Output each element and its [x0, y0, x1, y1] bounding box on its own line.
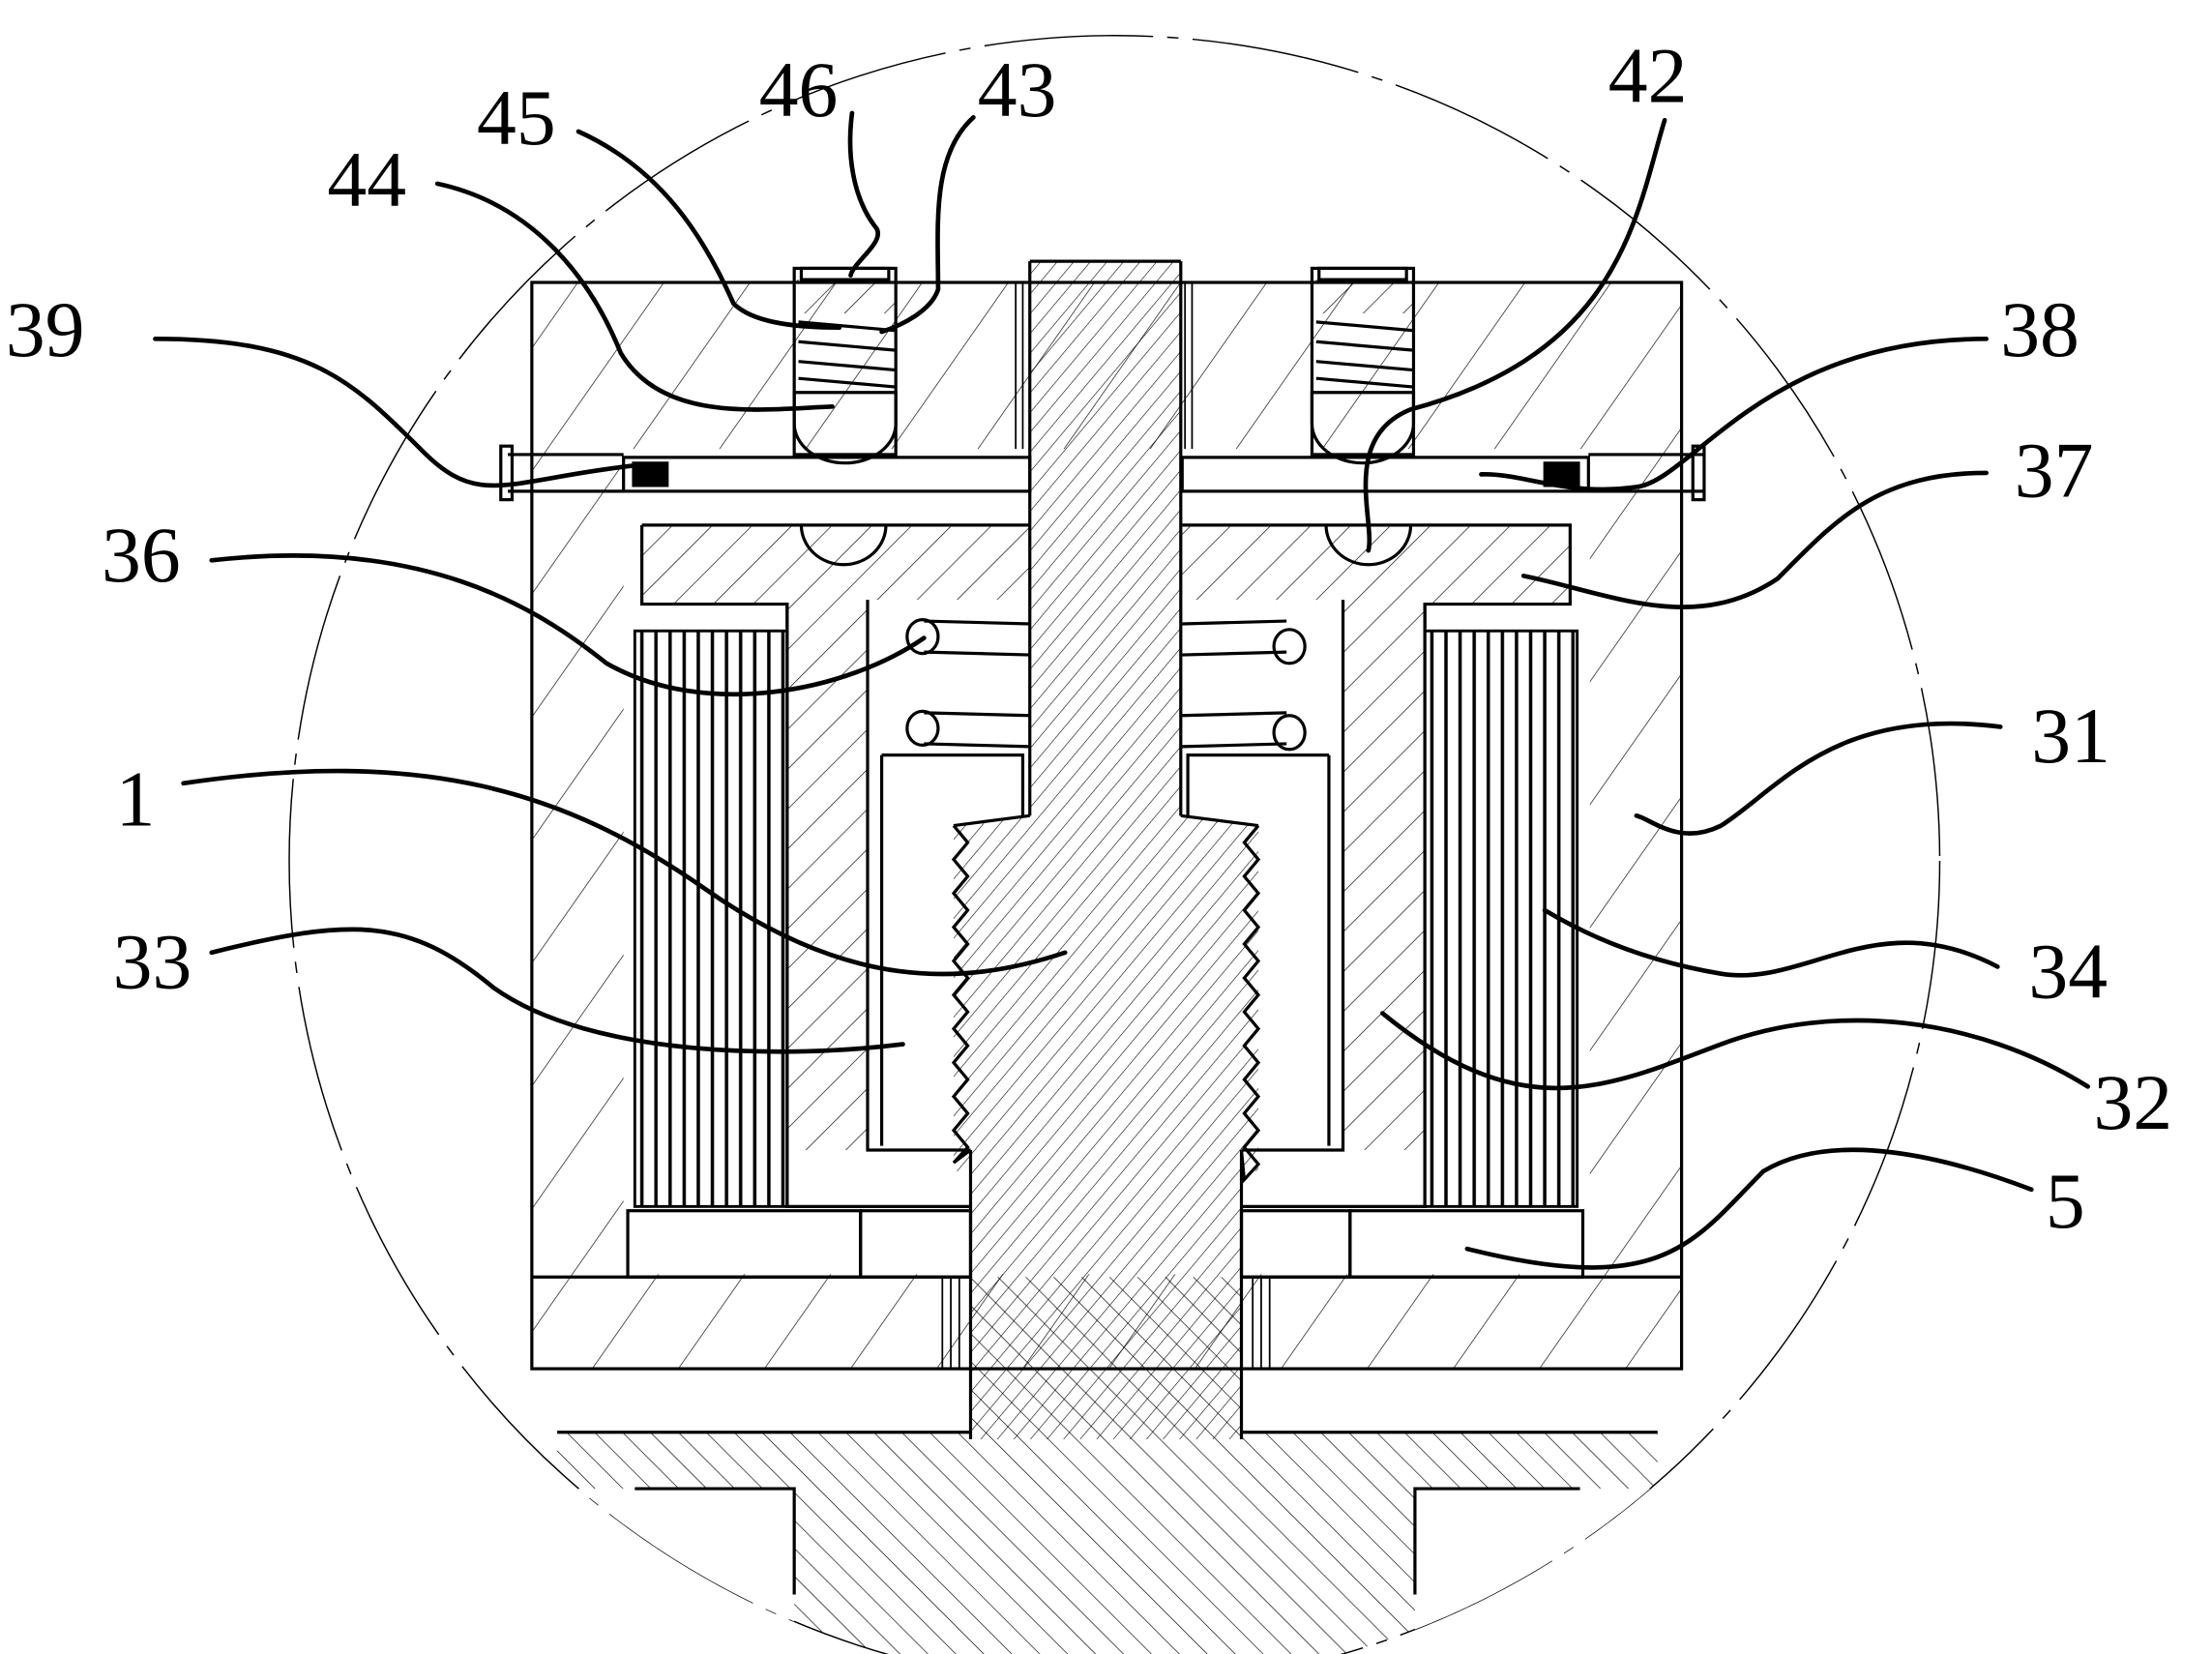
coil-34	[633, 629, 1579, 1208]
leader-44	[434, 181, 835, 412]
leader-1	[181, 768, 1068, 977]
label-31: 31	[2031, 692, 2110, 780]
label-37: 37	[2015, 427, 2094, 515]
label-44: 44	[327, 135, 406, 223]
label-39: 39	[6, 285, 85, 373]
label-45: 45	[477, 74, 556, 162]
leader-33	[209, 927, 905, 1054]
label-46: 46	[759, 45, 839, 133]
label-5: 5	[2046, 1157, 2085, 1245]
leader-31	[1634, 721, 2003, 836]
reference-labels: 46 43 45 44 42 39 38 37 36 31 1 34 33 32…	[6, 31, 2172, 1245]
label-38: 38	[2000, 285, 2079, 373]
ring-5	[626, 1209, 1585, 1279]
top-cover	[1015, 282, 1194, 450]
return-spring-36	[905, 617, 1307, 752]
label-1: 1	[116, 755, 156, 843]
leader-34	[1542, 907, 2000, 978]
leader-32	[1380, 1011, 2090, 1091]
label-43: 43	[978, 45, 1057, 133]
leader-43	[879, 115, 976, 335]
label-42: 42	[1608, 31, 1688, 119]
leader-5	[1464, 1147, 2034, 1270]
leader-lines	[153, 110, 2090, 1270]
leader-45	[575, 129, 842, 331]
detent-pin-left	[792, 266, 898, 465]
label-36: 36	[102, 511, 181, 599]
detail-boundary-circle	[288, 35, 1940, 1654]
leader-42	[1363, 117, 1667, 553]
label-33: 33	[113, 917, 192, 1005]
leader-36	[209, 553, 927, 697]
leader-37	[1520, 470, 1989, 609]
leader-39	[153, 337, 634, 488]
label-32: 32	[2093, 1058, 2172, 1146]
leader-46	[847, 110, 880, 279]
leader-38	[1479, 337, 1989, 492]
label-34: 34	[2028, 927, 2108, 1015]
detent-pin-right	[1310, 266, 1416, 465]
